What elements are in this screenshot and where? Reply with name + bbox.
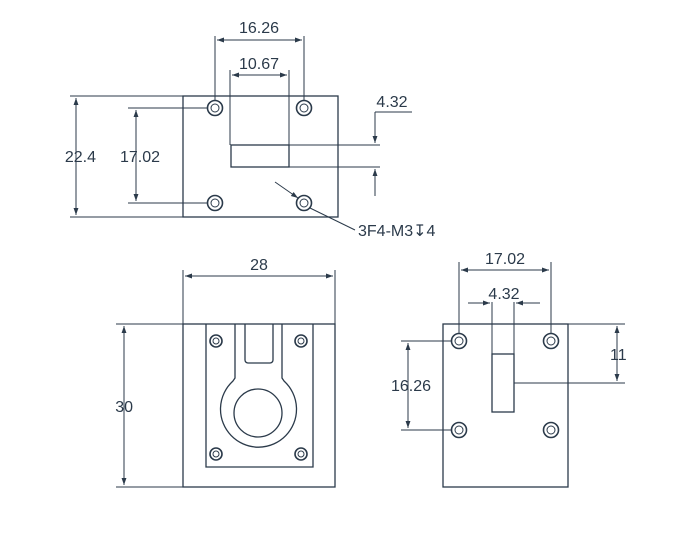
dim-front-height: 30: [115, 399, 133, 416]
side-hole-tr: [542, 332, 560, 350]
top-hole-tl: [206, 99, 224, 117]
dim-top-height-outer: 22.4: [65, 149, 96, 166]
side-view: 17.02 4.32 16.26 11: [391, 251, 627, 488]
front-view: 28 30: [115, 257, 336, 488]
front-view-outline: [182, 323, 336, 488]
dim-side-width-inner: 4.32: [488, 286, 519, 303]
front-hole-bl: [209, 447, 223, 461]
dim-side-height-right: 11: [610, 347, 627, 364]
callout-leader-in: [274, 181, 299, 199]
front-hole-tr: [294, 334, 308, 348]
dim-side-width-outer: 17.02: [485, 251, 525, 268]
front-handle-slot: [244, 324, 274, 364]
top-view-outline: [182, 95, 339, 218]
front-ring-hole: [233, 388, 283, 438]
side-slot: [491, 353, 515, 413]
side-hole-tl: [450, 332, 468, 350]
dim-top-width-outer: 16.26: [239, 20, 279, 37]
side-hole-bl: [450, 421, 468, 439]
callout-leader-out: [309, 207, 356, 231]
dim-top-height-inner: 17.02: [120, 149, 160, 166]
front-hole-tl: [209, 334, 223, 348]
dim-top-slot: 4.32: [376, 94, 407, 111]
top-view: 16.26 10.67 22.4 17.02 4.32 3F4-M3↧4: [65, 20, 436, 240]
top-slot: [230, 144, 290, 168]
dim-side-height-holes: 16.26: [391, 378, 431, 395]
side-view-outline: [442, 323, 569, 488]
front-hole-br: [294, 447, 308, 461]
front-handle-outer: [219, 324, 298, 448]
side-hole-br: [542, 421, 560, 439]
dim-top-width-inner: 10.67: [239, 56, 279, 73]
top-hole-br: [295, 194, 313, 212]
top-hole-bl: [206, 194, 224, 212]
callout-thread-spec: 3F4-M3↧4: [358, 223, 436, 240]
front-inner-frame: [205, 324, 314, 468]
top-hole-tr: [295, 99, 313, 117]
dim-front-width: 28: [250, 257, 268, 274]
